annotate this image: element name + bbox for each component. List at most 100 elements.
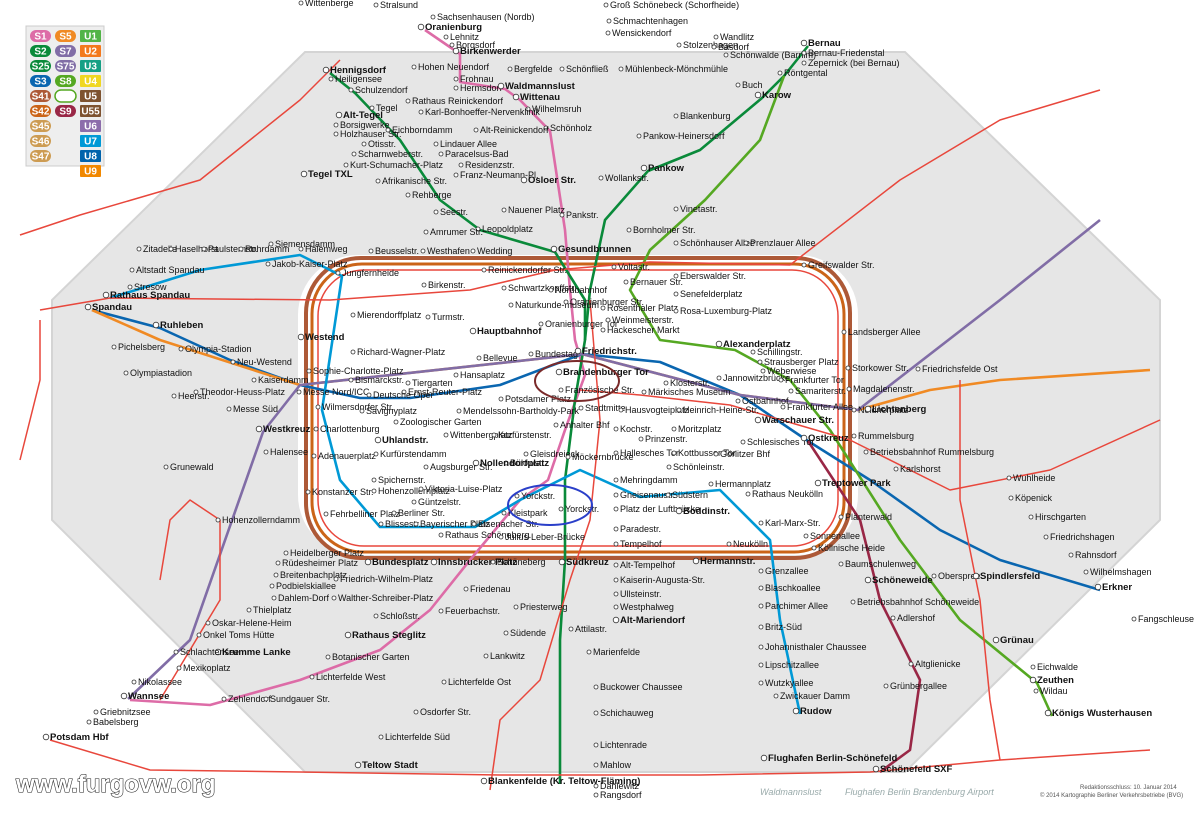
station[interactable]: Rehberge [405,190,452,200]
station[interactable]: Ruhleben [152,320,203,331]
station[interactable]: Schönhauser Allee [673,238,755,248]
station[interactable]: Deutsche Oper [366,390,434,400]
station[interactable]: Griebnitzsee [93,707,151,717]
station[interactable]: Hauptbahnhof [469,326,542,337]
station[interactable]: Podbielskiallee [269,581,336,591]
station[interactable]: Priesterweg [513,602,568,612]
station[interactable]: Mühlenbeck-Mönchmühle [618,64,728,74]
station[interactable]: Wittenau [512,92,560,103]
station[interactable]: Rathaus Steglitz [344,630,426,641]
station[interactable]: Pankow-Heinersdorf [636,131,725,141]
station[interactable]: Pichelsberg [111,342,165,352]
station[interactable]: Frankfurter Allee [780,402,853,412]
station[interactable]: Nollendorfplatz [472,458,549,469]
station[interactable]: Schönwalde (Barnim) [723,50,816,60]
station[interactable]: Eichborndamm [385,125,453,135]
station[interactable]: Buckower Chaussee [593,682,683,692]
station[interactable]: Alt-Tempelhof [613,560,676,570]
station[interactable]: Ostbahnhof [735,396,789,406]
station[interactable]: Altstadt Spandau [129,265,205,275]
station[interactable]: Zwickauer Damm [773,691,850,701]
station[interactable]: Franz-Neumann-Pl. [453,170,539,180]
station[interactable]: Britz-Süd [758,622,802,632]
station[interactable]: Dahlewitz [593,781,640,791]
station[interactable]: Zeuthen [1029,675,1074,686]
station[interactable]: Rathaus Neukölln [745,489,823,499]
station[interactable]: Tegel TXL [300,169,353,180]
station[interactable]: Konstanzer Str. [305,487,374,497]
station[interactable]: Karl-Marx-Str. [758,518,821,528]
station[interactable]: Neu-Westend [230,357,292,367]
station[interactable]: Westend [297,332,345,343]
station[interactable]: Paulsternstr. [201,244,258,254]
station[interactable]: Wittenberge [298,0,354,8]
station[interactable]: Zehlendorf [221,694,272,704]
station[interactable]: Stolzenhagen [676,40,738,50]
station[interactable]: Richard-Wagner-Platz [350,347,446,357]
station[interactable]: Kaiserdamm [251,375,309,385]
station[interactable]: Greifswalder Str. [801,260,875,270]
station[interactable]: Sundgauer Str. [263,694,330,704]
station[interactable]: Frohnau [453,74,494,84]
station[interactable]: Schlesisches Tor [740,437,814,447]
station[interactable]: Innsbrucker Platz [430,557,517,568]
station[interactable]: Prenzlauer Allee [743,238,816,248]
station[interactable]: Nöldnerplatz [851,405,909,415]
station[interactable]: Johannisthaler Chaussee [758,642,867,652]
station[interactable]: Platz der Luftbrücke [613,504,700,514]
station[interactable]: Kurfürstendamm [373,449,447,459]
station[interactable]: Treptower Park [814,478,891,489]
station[interactable]: Mendelssohn-Bartholdy-Park [456,406,580,416]
station[interactable]: Prinzenstr. [638,434,688,444]
station[interactable]: Parchimer Allee [758,601,828,611]
station[interactable]: Magdalenenstr. [846,384,915,394]
station[interactable]: Messe Süd [226,404,278,414]
station[interactable]: Viktoria-Luise-Platz [418,484,503,494]
station[interactable]: Landsberger Allee [841,327,921,337]
station[interactable]: Tegel [369,103,398,113]
station[interactable]: Kurfürstenstr. [491,430,552,440]
station[interactable]: Kottbusser Tor [671,448,736,458]
station[interactable]: Schulzendorf [348,85,408,95]
station[interactable]: Köllnische Heide [811,543,885,553]
station[interactable]: Rangsdorf [593,790,642,800]
station[interactable]: Holzhauser Str. [333,129,402,139]
station[interactable]: Adlershof [890,613,936,623]
station[interactable]: Messe Nord/ICC [296,387,370,397]
station[interactable]: Borsigwerke [333,120,390,130]
station[interactable]: Lehnitz [443,32,480,42]
station[interactable]: Moritzplatz [671,424,722,434]
station[interactable]: Köpenick [1008,493,1053,503]
station[interactable]: Bellevue [476,353,518,363]
station[interactable]: Storkower Str. [845,363,909,373]
station[interactable]: Klosterstr. [663,378,710,388]
station[interactable]: Bayerischer Platz [413,519,491,529]
station[interactable]: Dahlem-Dorf [271,593,330,603]
station[interactable]: Bülowstr. [503,458,547,468]
station[interactable]: Bernauer Str. [623,277,683,287]
station[interactable]: Rosa-Luxemburg-Platz [673,306,773,316]
station[interactable]: Paracelsus-Bad [438,149,509,159]
station[interactable]: Heinrich-Heine-Str. [676,405,759,415]
station[interactable]: Buch [735,80,763,90]
station[interactable]: Osloer Str. [520,175,576,186]
station[interactable]: Ostkreuz [800,433,849,444]
station[interactable]: Nikolassee [131,677,182,687]
station[interactable]: Pankow [640,163,685,174]
station[interactable]: Reinickendorfer Str. [481,265,567,275]
station[interactable]: Sachsenhausen (Nordb) [430,12,535,22]
station[interactable]: Ullsteinstr. [613,589,662,599]
station[interactable]: Hackescher Markt [600,325,680,335]
station[interactable]: Betriebsbahnhof Rummelsburg [863,447,994,457]
station[interactable]: Olympiastadion [123,368,192,378]
station[interactable]: Schöneweide [864,575,933,586]
station[interactable]: Schöneberg [490,557,546,567]
station[interactable]: Theodor-Heuss-Platz [193,387,286,397]
station[interactable]: Wannsee [120,691,169,702]
station[interactable]: Hirschgarten [1028,512,1086,522]
station[interactable]: Siemensdamm [268,239,335,249]
station[interactable]: Erkner [1094,582,1132,593]
station[interactable]: Olympia-Stadion [178,344,252,354]
station[interactable]: Bundesplatz [364,557,429,568]
station[interactable]: Schillingstr. [750,347,803,357]
